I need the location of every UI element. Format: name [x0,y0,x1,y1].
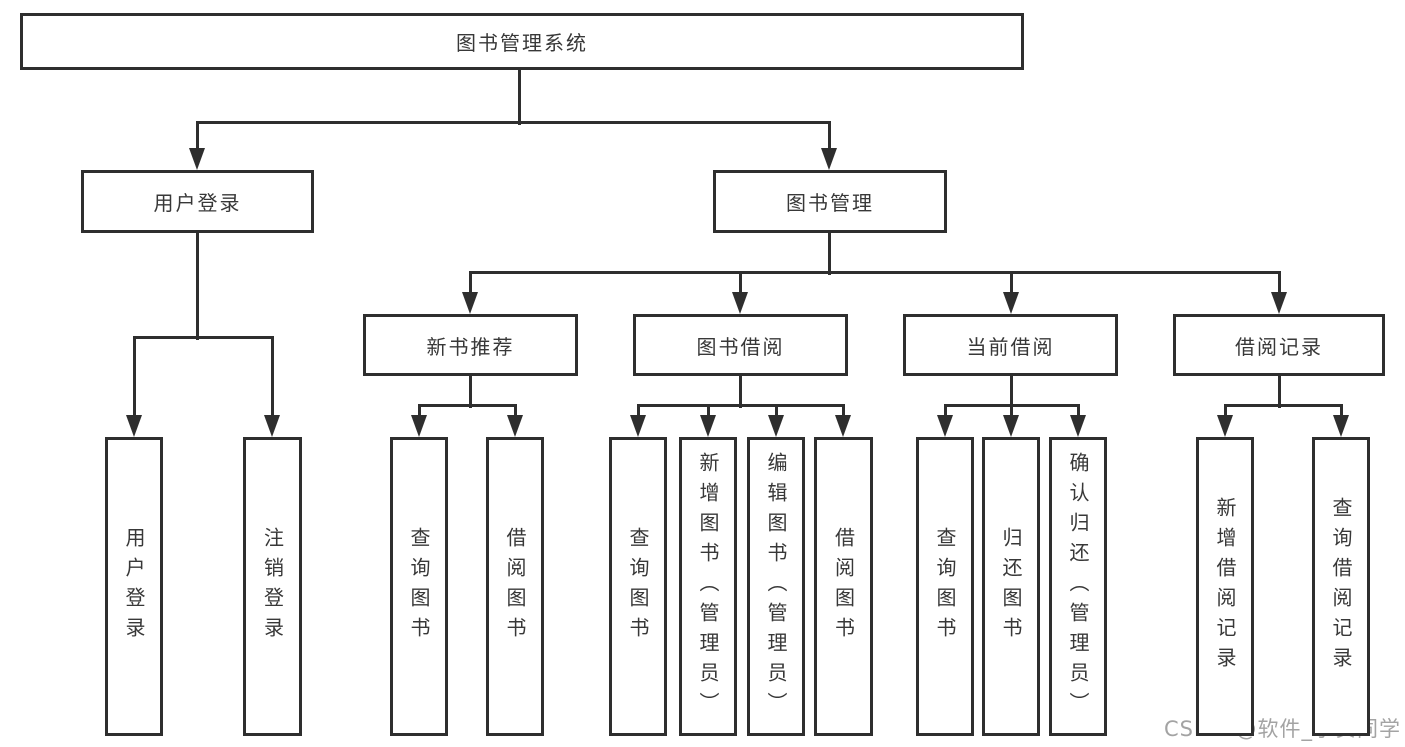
node-label-leaf-query-record: 查询借阅记录 [1329,496,1353,677]
node-label-leaf-confirm-return: 确认归还（管理员） [1066,451,1090,722]
arrowhead-down-icon [462,292,478,314]
connector-arrow-shaft [468,272,472,304]
node-leaf-query-book-b: 查询图书 [609,437,667,736]
node-leaf-logout: 注销登录 [243,437,302,736]
node-leaf-borrow-book-b: 借阅图书 [814,437,873,736]
node-new-book-recommend: 新书推荐 [363,314,578,376]
arrowhead-down-icon [1070,415,1086,437]
arrowhead-down-icon [1333,415,1349,437]
connector-stem-line [468,376,472,408]
node-label-leaf-borrow-book-a: 借阅图书 [503,526,527,647]
connector-arrow-shaft [132,337,136,427]
connector-stem-line [1009,376,1013,408]
connector-rail-line [132,335,274,339]
connector-stem-line [827,233,831,275]
node-leaf-borrow-book-a: 借阅图书 [486,437,544,736]
connector-stem-line [195,233,199,340]
node-label-leaf-query-book-a: 查询图书 [407,526,431,647]
connector-arrow-shaft [270,337,274,427]
node-leaf-edit-book: 编辑图书（管理员） [747,437,805,736]
connector-arrow-shaft [195,122,199,160]
node-label-book-management: 图书管理 [786,191,874,215]
node-label-leaf-return-book: 归还图书 [999,526,1023,647]
connector-rail-line [636,403,845,407]
node-leaf-add-book: 新增图书（管理员） [679,437,737,736]
connector-arrow-shaft [827,122,831,160]
arrowhead-down-icon [1003,415,1019,437]
connector-rail-line [1223,403,1343,407]
connector-stem-line [1277,376,1281,408]
connector-stem-line [738,376,742,408]
arrowhead-down-icon [507,415,523,437]
arrowhead-down-icon [732,292,748,314]
arrowhead-down-icon [1003,292,1019,314]
node-borrowing-records: 借阅记录 [1173,314,1385,376]
node-leaf-query-book-c: 查询图书 [916,437,974,736]
arrowhead-down-icon [1271,292,1287,314]
connector-stem-line [517,70,521,125]
arrowhead-down-icon [835,415,851,437]
connector-rail-line [417,403,517,407]
node-label-book-borrowing: 图书借阅 [696,334,785,359]
arrowhead-down-icon [1217,415,1233,437]
node-label-leaf-query-book-c: 查询图书 [933,526,957,647]
node-root: 图书管理系统 [20,13,1024,70]
node-label-leaf-add-book: 新增图书（管理员） [696,451,720,722]
node-label-leaf-query-book-b: 查询图书 [626,526,650,647]
node-book-management: 图书管理 [713,170,947,233]
node-current-borrowing: 当前借阅 [903,314,1118,376]
node-leaf-query-record: 查询借阅记录 [1312,437,1370,736]
node-leaf-return-book: 归还图书 [982,437,1040,736]
arrowhead-down-icon [189,148,205,170]
node-label-leaf-borrow-book-b: 借阅图书 [831,526,856,647]
arrowhead-down-icon [700,415,716,437]
node-label-new-book-recommend: 新书推荐 [426,334,515,359]
connector-arrow-shaft [1277,272,1281,304]
node-label-leaf-logout: 注销登录 [260,526,285,647]
node-leaf-user-login: 用户登录 [105,437,163,736]
node-user-login: 用户登录 [81,170,314,233]
node-label-leaf-user-login: 用户登录 [122,526,146,647]
node-leaf-query-book-a: 查询图书 [390,437,448,736]
node-label-current-borrowing: 当前借阅 [966,334,1055,359]
node-book-borrowing: 图书借阅 [633,314,848,376]
connector-arrow-shaft [1009,272,1013,304]
node-leaf-add-record: 新增借阅记录 [1196,437,1254,736]
node-label-borrowing-records: 借阅记录 [1235,334,1323,359]
arrowhead-down-icon [630,415,646,437]
node-label-root: 图书管理系统 [456,31,588,55]
node-label-leaf-add-record: 新增借阅记录 [1213,496,1237,677]
arrowhead-down-icon [411,415,427,437]
arrowhead-down-icon [937,415,953,437]
arrowhead-down-icon [768,415,784,437]
node-label-leaf-edit-book: 编辑图书（管理员） [764,451,788,722]
connector-arrow-shaft [738,272,742,304]
arrowhead-down-icon [264,415,280,437]
arrowhead-down-icon [126,415,142,437]
connector-rail-line [195,120,831,124]
node-label-user-login: 用户登录 [153,191,242,215]
connector-rail-line [468,270,1281,274]
arrowhead-down-icon [821,148,837,170]
node-leaf-confirm-return: 确认归还（管理员） [1049,437,1107,736]
